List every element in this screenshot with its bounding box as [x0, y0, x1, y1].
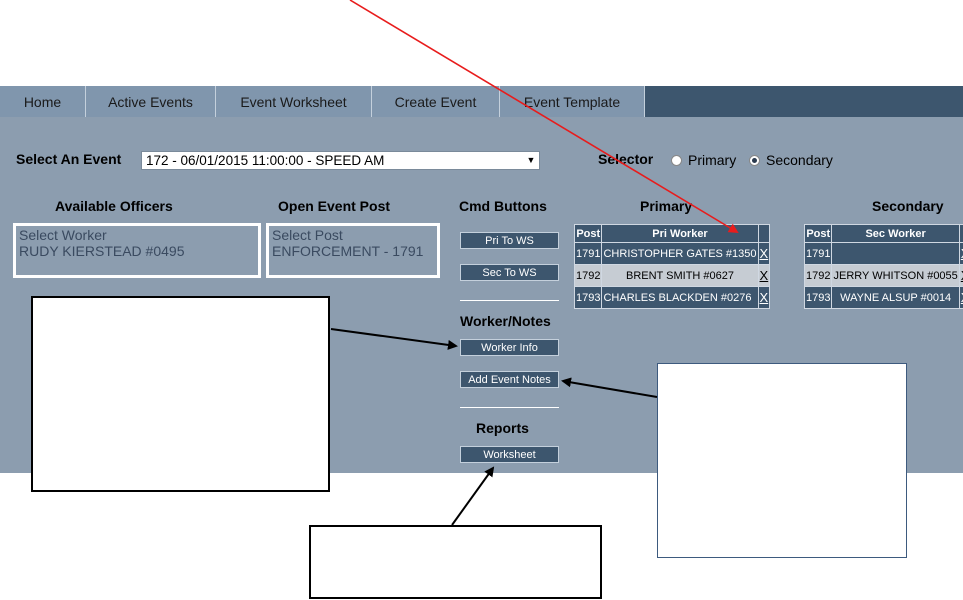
- worker-cell: CHARLES BLACKDEN #0276: [601, 286, 759, 309]
- available-officers-list[interactable]: Select Worker RUDY KIERSTEAD #0495: [13, 223, 261, 278]
- radio-primary[interactable]: Primary: [671, 152, 736, 168]
- post-cell: 1791: [573, 242, 603, 265]
- worker-info-button[interactable]: Worker Info: [460, 339, 559, 356]
- open-event-post-title: Open Event Post: [278, 198, 391, 214]
- cmd-buttons-title: Cmd Buttons: [459, 198, 547, 214]
- column-header: Post: [573, 224, 603, 243]
- list-item[interactable]: Select Worker: [19, 227, 107, 243]
- radio-primary-icon[interactable]: [671, 154, 682, 166]
- select-event-label: Select An Event: [16, 151, 122, 167]
- chevron-down-icon[interactable]: ▼: [523, 152, 539, 169]
- column-header: Post: [803, 224, 833, 243]
- sec-to-ws-button[interactable]: Sec To WS: [460, 264, 559, 281]
- radio-secondary-icon[interactable]: [749, 154, 760, 166]
- radio-secondary[interactable]: Secondary: [749, 152, 833, 168]
- worksheet-button[interactable]: Worksheet: [460, 446, 559, 463]
- table-row[interactable]: 1792 JERRY WHITSON #0055 X: [803, 264, 963, 287]
- nav-bar: Home Active Events Event Worksheet Creat…: [0, 86, 963, 117]
- arrow-to-add-event-notes: [561, 377, 658, 398]
- reports-title: Reports: [476, 420, 529, 436]
- available-officers-title: Available Officers: [55, 198, 173, 214]
- add-event-notes-button[interactable]: Add Event Notes: [460, 371, 559, 388]
- tab-create-event[interactable]: Create Event: [372, 86, 500, 117]
- worker-cell: [831, 242, 960, 265]
- divider: [460, 300, 559, 301]
- radio-primary-label: Primary: [688, 152, 737, 168]
- table-row[interactable]: 1793 WAYNE ALSUP #0014 X: [803, 286, 963, 309]
- arrow-to-worksheet: [451, 466, 495, 526]
- radio-secondary-label: Secondary: [766, 152, 833, 168]
- column-header: [757, 224, 771, 243]
- table-row[interactable]: 1793 CHARLES BLACKDEN #0276 X: [573, 286, 771, 309]
- column-header: Pri Worker: [601, 224, 759, 243]
- primary-table: Post Pri Worker 1791 CHRISTOPHER GATES #…: [573, 224, 771, 309]
- delete-x-link[interactable]: X: [757, 242, 771, 265]
- arrow-to-worker-info: [330, 328, 458, 350]
- post-cell: 1791: [803, 242, 833, 265]
- table-row[interactable]: 1792 BRENT SMITH #0627 X: [573, 264, 771, 287]
- worker-cell: BRENT SMITH #0627: [601, 264, 759, 287]
- table-row[interactable]: 1791 CHRISTOPHER GATES #1350 X: [573, 242, 771, 265]
- tab-home[interactable]: Home: [0, 86, 86, 117]
- post-cell: 1793: [803, 286, 833, 309]
- primary-title: Primary: [640, 198, 693, 214]
- event-select-value: 172 - 06/01/2015 11:00:00 - SPEED AM: [146, 153, 385, 168]
- delete-x-link[interactable]: X: [958, 286, 963, 309]
- red-arrow: [349, 0, 739, 234]
- selector-label: Selector: [598, 151, 654, 167]
- callout-box-right: [657, 363, 907, 558]
- tab-event-worksheet[interactable]: Event Worksheet: [216, 86, 372, 117]
- callout-box-left: [31, 296, 330, 492]
- pri-to-ws-button[interactable]: Pri To WS: [460, 232, 559, 249]
- tab-event-template[interactable]: Event Template: [500, 86, 645, 117]
- open-post-list[interactable]: Select Post ENFORCEMENT - 1791: [266, 223, 440, 278]
- divider: [460, 407, 559, 408]
- secondary-title: Secondary: [872, 198, 944, 214]
- list-item[interactable]: RUDY KIERSTEAD #0495: [19, 243, 185, 259]
- list-item[interactable]: Select Post: [272, 227, 343, 243]
- worker-cell: JERRY WHITSON #0055: [831, 264, 960, 287]
- worker-cell: CHRISTOPHER GATES #1350: [601, 242, 759, 265]
- post-cell: 1793: [573, 286, 603, 309]
- list-item[interactable]: ENFORCEMENT - 1791: [272, 243, 424, 259]
- post-cell: 1792: [803, 264, 833, 287]
- secondary-table: Post Sec Worker 1791 X 1792 JERRY WHITSO…: [803, 224, 963, 309]
- worker-cell: WAYNE ALSUP #0014: [831, 286, 960, 309]
- event-select[interactable]: 172 - 06/01/2015 11:00:00 - SPEED AM ▼: [141, 151, 540, 170]
- delete-x-link[interactable]: X: [757, 286, 771, 309]
- table-row[interactable]: 1791 X: [803, 242, 963, 265]
- worker-notes-title: Worker/Notes: [460, 313, 551, 329]
- tab-active-events[interactable]: Active Events: [86, 86, 216, 117]
- callout-box-bottom: [309, 525, 602, 599]
